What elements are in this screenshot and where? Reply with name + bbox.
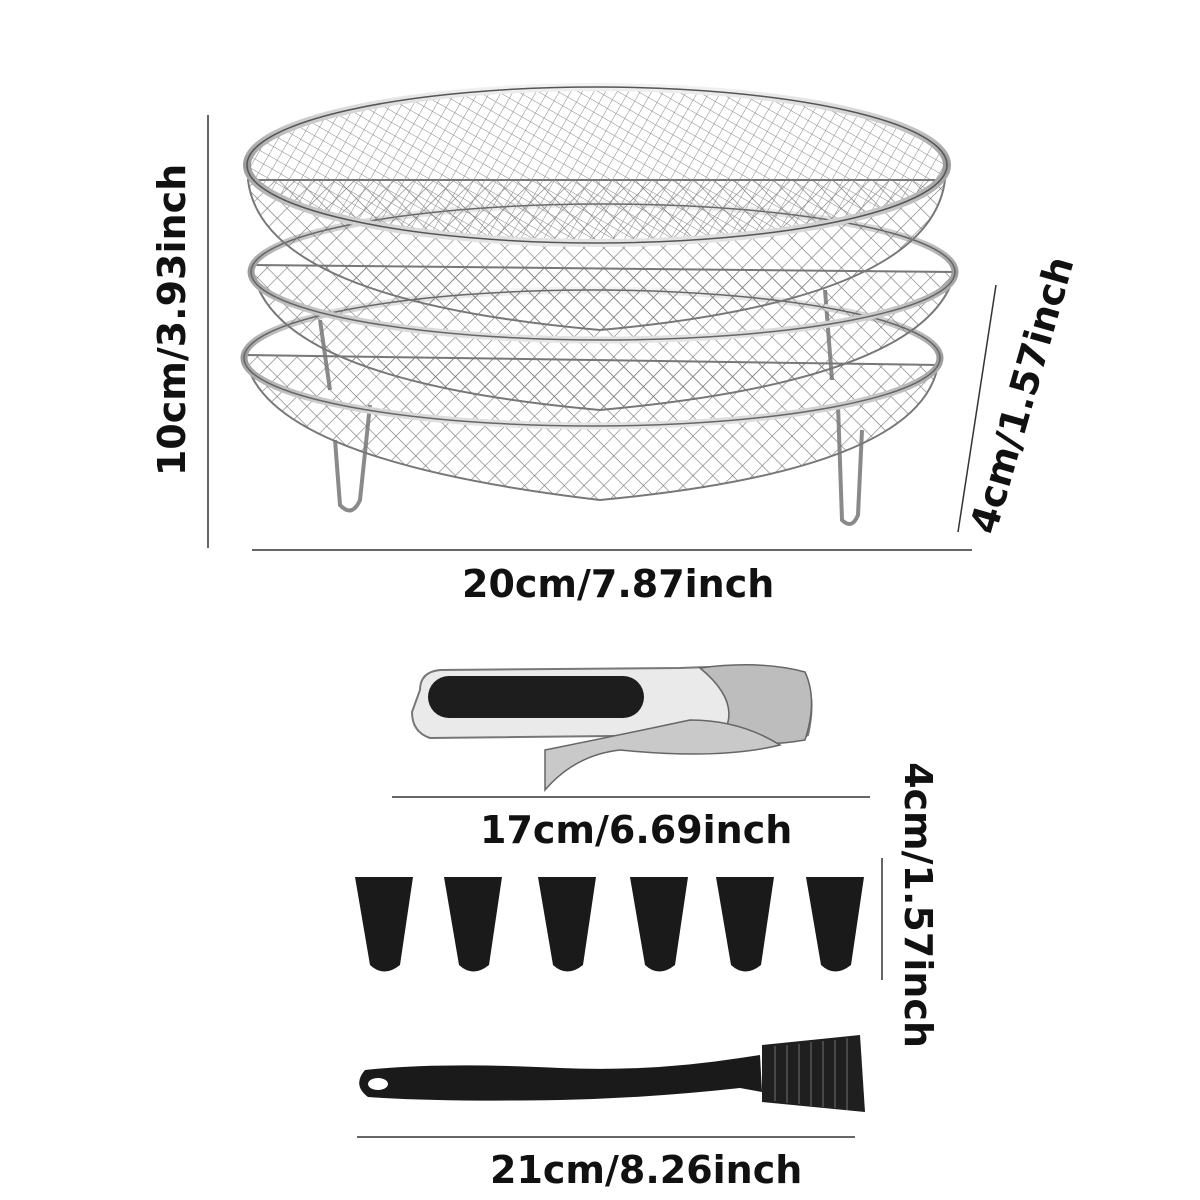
basket-height-label: 10cm/3.93inch <box>150 163 194 477</box>
plate-gripper-clip <box>410 664 813 793</box>
basket-stack <box>240 83 959 526</box>
silicone-foot <box>444 877 502 972</box>
dimension-lines <box>207 115 997 1138</box>
silicone-foot <box>630 877 688 972</box>
silicone-foot <box>538 877 596 972</box>
basket-diameter-label: 20cm/7.87inch <box>462 562 775 606</box>
silicone-brush <box>359 1035 865 1112</box>
feet-height-label: 4cm/1.57inch <box>896 762 940 1048</box>
silicone-feet <box>355 877 864 972</box>
silicone-foot <box>355 877 413 972</box>
silicone-foot <box>806 877 864 972</box>
brush-length-label: 21cm/8.26inch <box>490 1148 803 1192</box>
silicone-foot <box>716 877 774 972</box>
clip-length-label: 17cm/6.69inch <box>480 808 793 852</box>
